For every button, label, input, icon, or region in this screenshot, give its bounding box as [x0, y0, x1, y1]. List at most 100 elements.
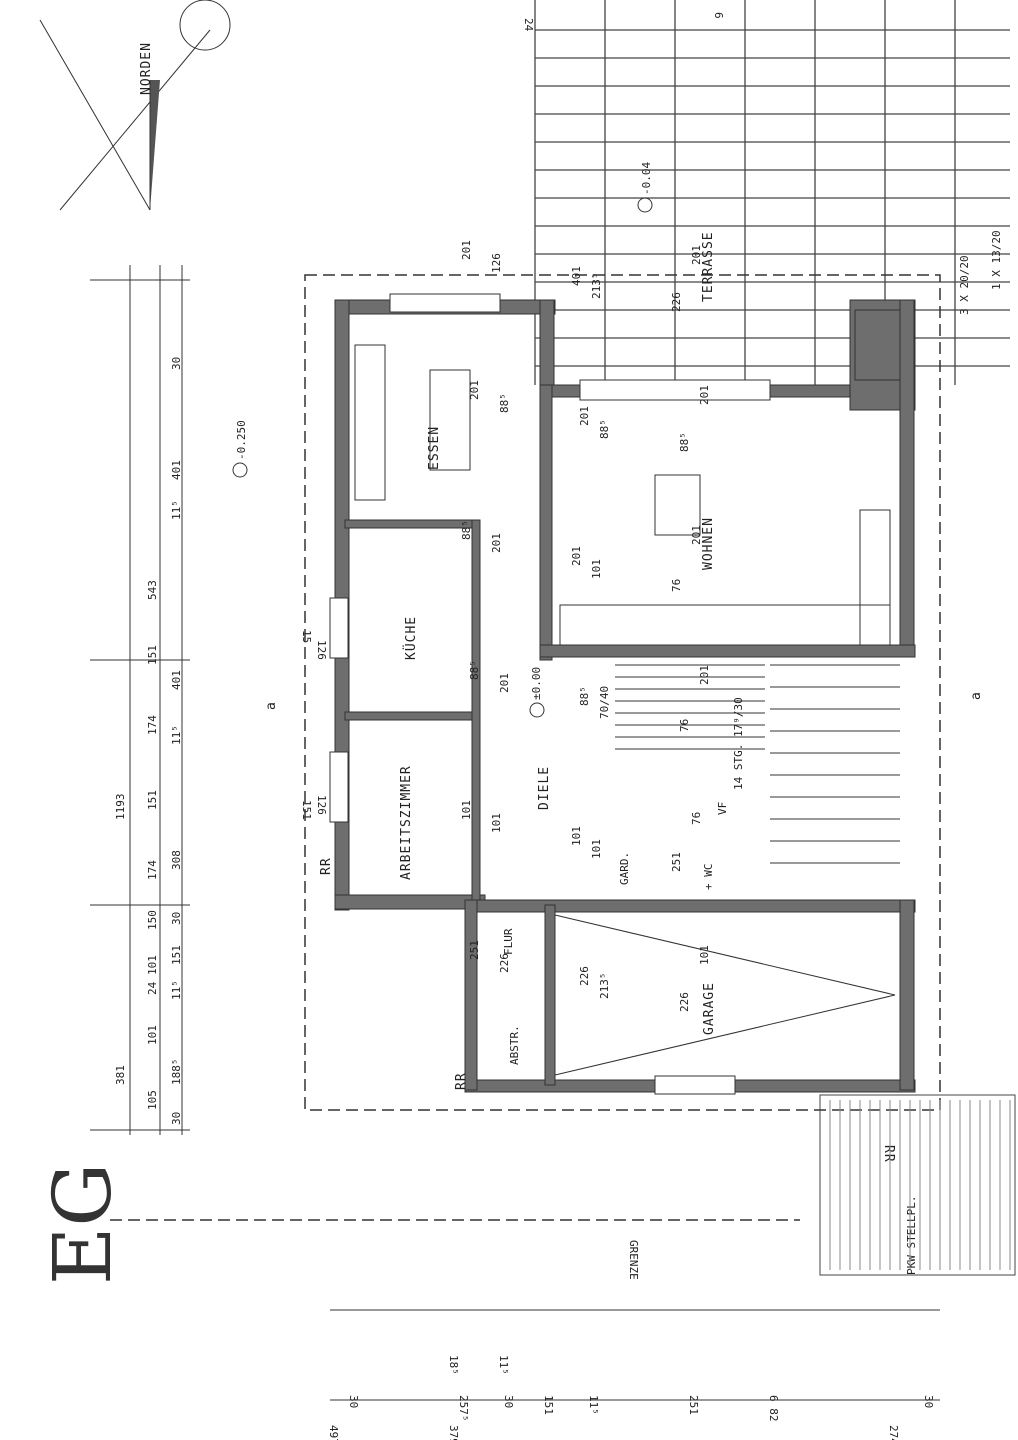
level-terrace: -0.04 — [640, 162, 653, 195]
dim-label: 88⁵ — [678, 432, 691, 452]
dim-label: 201 — [690, 245, 703, 265]
rr-marker: RR — [319, 857, 334, 875]
walls — [334, 299, 916, 1093]
room-vf: VF — [716, 802, 729, 815]
boundary-label: GRENZE — [627, 1240, 640, 1280]
level-hall: ±0.00 — [530, 667, 543, 700]
dim-label: 381 — [114, 1065, 127, 1085]
dim-label: 226 — [498, 953, 511, 973]
room-storage: ABSTR. — [508, 1025, 521, 1065]
dim-label: 201 — [490, 533, 503, 553]
room-wc: + WC — [702, 864, 715, 891]
rr-marker: RR — [454, 1072, 469, 1090]
dim-label: 88⁵ — [460, 520, 473, 540]
dim-label: 150 — [146, 910, 159, 930]
dim-label: 201 — [468, 380, 481, 400]
dim-label: 401 — [170, 460, 183, 480]
stairs-label: 14 STG. 17⁹/30 — [732, 697, 745, 790]
level-garden: -0.250 — [235, 420, 248, 460]
terrace-tiles — [534, 0, 1010, 385]
dim-label: 201 — [570, 546, 583, 566]
dim-label: 24 — [522, 18, 535, 32]
property-outline — [304, 274, 941, 1111]
north-label: NORDEN — [139, 42, 154, 95]
dim-label: 1193 — [114, 794, 127, 821]
dim-label: 251 — [468, 940, 481, 960]
windows — [329, 293, 771, 1095]
dim-label: 30 — [502, 1395, 515, 1408]
dim-label: 201 — [460, 240, 473, 260]
dim-label: 543 — [146, 580, 159, 600]
dim-label: 401 — [570, 266, 583, 286]
room-dining: ESSEN — [427, 426, 442, 470]
room-kitchen: KÜCHE — [402, 616, 419, 660]
dim-label: 126 — [315, 640, 328, 660]
dim-label: 497 — [327, 1425, 340, 1440]
section-marker: a — [969, 691, 984, 700]
dim-label: 151 — [300, 800, 313, 820]
room-wardrobe: GARD. — [618, 852, 631, 885]
dim-label: 274 — [887, 1425, 900, 1440]
dim-label: 11⁵ — [587, 1395, 600, 1415]
dim-label: 213⁵ — [598, 973, 611, 1000]
room-living: WOHNEN — [701, 517, 716, 570]
north-arrow: NORDEN — [39, 0, 231, 211]
dim-label: 174 — [146, 715, 159, 735]
section-marker: a — [264, 701, 279, 710]
dim-label: 24 — [146, 981, 159, 995]
dim-label: 226 — [678, 992, 691, 1012]
level-markers: -0.04 -0.250 ±0.00 — [232, 162, 653, 718]
dim-label: 201 — [698, 665, 711, 685]
dim-label: 201 — [498, 673, 511, 693]
dim-label: 251 — [687, 1395, 700, 1415]
dim-label: 11⁵ — [170, 980, 183, 1000]
dim-label: 101 — [590, 839, 603, 859]
dim-label: 30 — [170, 912, 183, 925]
dim-label: 188⁵ — [170, 1059, 183, 1086]
dim-label: 88⁵ — [598, 419, 611, 439]
dim-label: 30 — [170, 1112, 183, 1125]
dim-label: 201 — [698, 385, 711, 405]
dim-label: 151 — [146, 790, 159, 810]
dim-label: 101 — [146, 955, 159, 975]
parking-hatch — [829, 1100, 1011, 1270]
steps-label: 1 X 13/20 — [990, 230, 1003, 290]
furniture — [354, 309, 901, 1076]
dim-label: 88⁵ — [498, 393, 511, 413]
dim-label: 15 — [300, 630, 313, 643]
room-study: ARBEITSZIMMER — [399, 765, 414, 880]
room-labels: TERRASSE ESSEN WOHNEN KÜCHE DIELE ARBEIT… — [264, 230, 1003, 1279]
floor-label-eg: EG — [36, 1163, 129, 1285]
dim-label: 226 — [578, 966, 591, 986]
dim-label: 11⁵ — [497, 1355, 510, 1375]
left-dimension-chain: 381 1193 1051012410115017415117415154330… — [90, 265, 328, 1135]
dim-label: 151 — [170, 945, 183, 965]
dim-label: 101 — [490, 813, 503, 833]
dim-label: 30 — [347, 1395, 360, 1408]
dim-label: 76 — [690, 812, 703, 825]
dim-label: 6 82 — [767, 1395, 780, 1422]
dim-label: 379 — [447, 1425, 460, 1440]
dim-label: 6 — [712, 12, 725, 19]
dim-label: 88⁵ — [578, 686, 591, 706]
dim-label: 101 — [590, 559, 603, 579]
dim-label: 308 — [170, 850, 183, 870]
steps-label: 3 X 20/20 — [958, 255, 971, 315]
dim-label: 101 — [146, 1025, 159, 1045]
dim-label: 151 — [542, 1395, 555, 1415]
parking-area — [819, 1094, 1016, 1276]
dim-label: 30 — [922, 1395, 935, 1408]
parking-label: PKW STELLPL. — [905, 1196, 918, 1275]
dim-label: 101 — [460, 800, 473, 820]
dim-label: 126 — [315, 795, 328, 815]
dim-label: 201 — [578, 406, 591, 426]
dim-label: 257⁵ — [457, 1395, 470, 1422]
dim-label: 201 — [690, 525, 703, 545]
room-terrace: TERRASSE — [701, 231, 716, 302]
dim-label: 174 — [146, 860, 159, 880]
dim-label: 213⁵ — [590, 273, 603, 300]
dim-label: 151 — [146, 645, 159, 665]
